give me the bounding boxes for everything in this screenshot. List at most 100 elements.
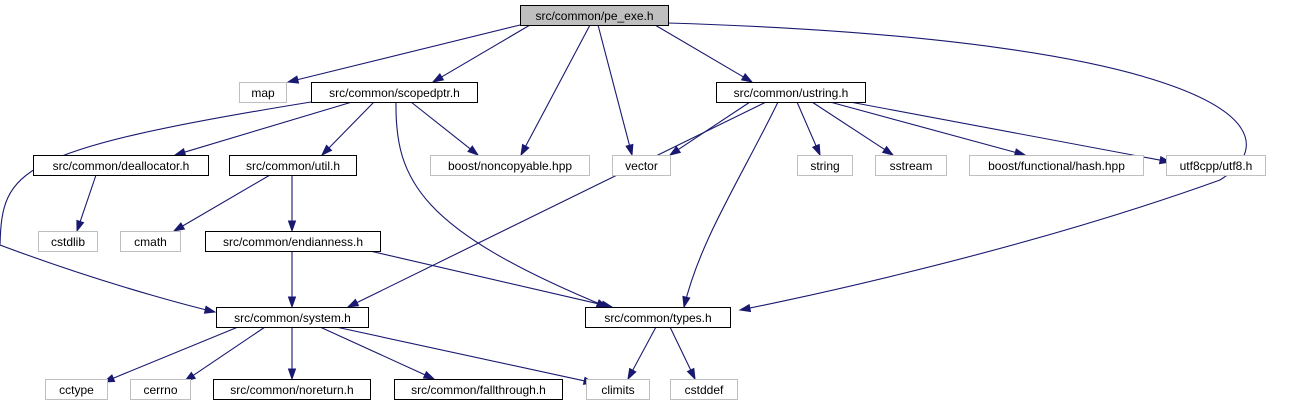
node-label: src/common/endianness.h xyxy=(223,235,363,249)
edge-ustring-to-system xyxy=(346,101,767,308)
edge-ustring-to-utf8 xyxy=(849,101,1172,165)
node-util[interactable]: src/common/util.h xyxy=(229,155,357,176)
edge-system-to-climits xyxy=(335,326,596,385)
node-hash: boost/functional/hash.hpp xyxy=(969,155,1144,176)
edge-arrowhead xyxy=(1013,148,1027,157)
node-box xyxy=(205,231,381,252)
edge-line xyxy=(440,24,531,78)
edge-arrowhead xyxy=(287,368,297,381)
edge-line xyxy=(667,22,1247,311)
node-types[interactable]: src/common/types.h xyxy=(585,307,731,328)
node-label: cctype xyxy=(59,383,94,397)
node-label: src/common/fallthrough.h xyxy=(411,383,546,397)
node-cstdlib: cstdlib xyxy=(38,231,98,252)
edge-system-to-cctype xyxy=(102,326,239,383)
node-label: src/common/types.h xyxy=(604,311,711,325)
edge-line xyxy=(631,326,657,372)
node-label: vector xyxy=(625,159,658,173)
edge-arrowhead xyxy=(625,143,634,157)
edge-line xyxy=(355,101,767,304)
node-sstream: sstream xyxy=(875,155,947,176)
node-map: map xyxy=(239,82,287,103)
edge-line xyxy=(112,326,239,380)
edge-ustring-to-types xyxy=(682,101,779,309)
edge-arrowhead xyxy=(682,295,691,309)
node-cmath: cmath xyxy=(120,231,181,252)
edge-pe_exe-to-scopedptr xyxy=(431,24,531,83)
edge-line xyxy=(597,24,631,147)
edge-scopedptr-to-types xyxy=(395,101,609,308)
edge-arrowhead xyxy=(286,75,300,84)
node-string: string xyxy=(797,155,853,176)
edge-pe_exe-to-map xyxy=(286,24,521,84)
edge-pe_exe-to-noncopyable xyxy=(520,24,591,157)
node-label: src/common/system.h xyxy=(234,311,351,325)
node-box xyxy=(875,155,947,176)
edge-ustring-to-sstream xyxy=(811,101,895,156)
node-box xyxy=(612,155,671,176)
edge-arrowhead xyxy=(320,144,333,157)
edge-line xyxy=(319,326,427,376)
edge-line xyxy=(524,24,591,148)
node-label: cstddef xyxy=(685,383,724,397)
edge-arrowhead xyxy=(287,220,297,233)
edge-arrowhead xyxy=(76,219,85,233)
node-box xyxy=(130,379,191,400)
node-box xyxy=(229,155,357,176)
node-box xyxy=(670,379,738,400)
node-deallocator[interactable]: src/common/deallocator.h xyxy=(33,155,209,176)
node-box xyxy=(586,379,650,400)
edge-line xyxy=(395,101,608,308)
node-endianness[interactable]: src/common/endianness.h xyxy=(205,231,381,252)
edge-line xyxy=(669,326,692,372)
edge-scopedptr-to-system xyxy=(0,101,312,314)
node-label: cstdlib xyxy=(51,235,85,249)
node-scopedptr[interactable]: src/common/scopedptr.h xyxy=(311,82,478,103)
edge-line xyxy=(335,326,586,382)
edge-endianness-to-types xyxy=(369,250,614,309)
node-label: sstream xyxy=(890,159,933,173)
node-system[interactable]: src/common/system.h xyxy=(216,307,369,328)
edge-pe_exe-to-ustring xyxy=(654,24,754,83)
edge-line xyxy=(0,101,312,313)
edge-pe_exe-to-vector xyxy=(597,24,634,157)
node-box xyxy=(1166,155,1266,176)
node-box xyxy=(394,379,563,400)
edge-arrowhead xyxy=(738,303,752,313)
edge-line xyxy=(296,24,521,81)
edge-arrowhead xyxy=(811,143,821,157)
node-label: cmath xyxy=(134,235,167,249)
node-fallthrough[interactable]: src/common/fallthrough.h xyxy=(394,379,563,400)
edge-arrowhead xyxy=(627,367,637,381)
node-ustring[interactable]: src/common/ustring.h xyxy=(716,82,866,103)
node-cstddef: cstddef xyxy=(670,379,738,400)
edge-arrowhead xyxy=(422,370,436,380)
node-pe_exe[interactable]: src/common/pe_exe.h xyxy=(520,5,669,26)
node-label: string xyxy=(810,159,839,173)
node-cctype: cctype xyxy=(45,379,108,400)
node-label: map xyxy=(251,86,275,100)
edge-line xyxy=(677,101,751,151)
edge-arrowhead xyxy=(668,145,682,156)
edge-ustring-to-hash xyxy=(829,101,1027,157)
edge-pe_exe-to-types xyxy=(667,22,1247,313)
node-noreturn[interactable]: src/common/noreturn.h xyxy=(213,379,371,400)
node-box xyxy=(38,231,98,252)
node-label: utf8cpp/utf8.h xyxy=(1180,159,1253,173)
edge-system-to-noreturn xyxy=(287,327,297,381)
edge-types-to-cstddef xyxy=(669,326,696,381)
node-box xyxy=(213,379,371,400)
node-box xyxy=(33,155,209,176)
edge-line xyxy=(683,101,779,308)
edge-line xyxy=(79,174,97,223)
edge-line xyxy=(796,101,817,147)
node-box xyxy=(216,307,369,328)
edge-util-to-cmath xyxy=(172,174,271,232)
node-label: cerrno xyxy=(143,383,177,397)
node-box xyxy=(797,155,853,176)
edge-scopedptr-to-util xyxy=(320,101,375,157)
edge-arrowhead xyxy=(173,147,187,157)
edge-line xyxy=(410,101,472,150)
